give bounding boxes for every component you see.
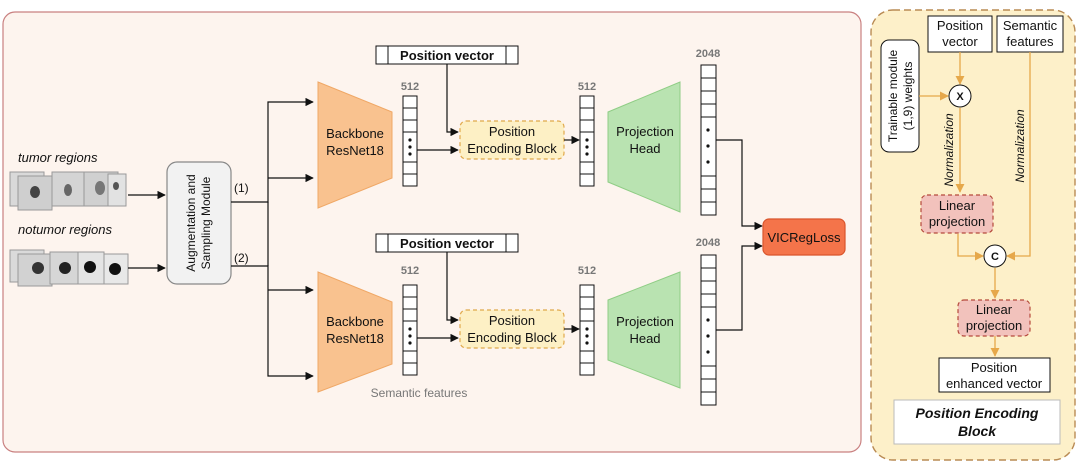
encoding-block-top-line1: Position	[489, 124, 535, 139]
embedding-top-2048	[700, 64, 717, 216]
augmentation-module	[166, 161, 232, 285]
feature-vector-top-512	[402, 95, 418, 187]
peb-output-box	[938, 357, 1051, 393]
notumor-image-stack	[9, 249, 129, 287]
peb-multiply-node	[948, 84, 972, 108]
peb-output-line2: enhanced vector	[946, 376, 1043, 391]
peb-semantic-features-line2: features	[1007, 34, 1054, 49]
peb-concat-symbol: C	[991, 251, 999, 263]
backbone-top-line1: Backbone	[326, 126, 384, 141]
tumor-image-stack	[9, 171, 127, 211]
peb-title-line1: Position Encoding	[916, 405, 1039, 421]
position-vector-bottom: Position vector	[375, 233, 519, 253]
peb-normalization-right: Normalization	[1013, 109, 1027, 183]
peb-position-vector-line2: vector	[942, 34, 978, 49]
projection-head-top	[607, 81, 681, 213]
projection-top-line1: Projection	[616, 124, 674, 139]
peb-position-vector-line1: Position	[937, 18, 983, 33]
backbone-top	[317, 81, 393, 209]
peb-flow-lines	[919, 52, 1031, 357]
encoding-block-bottom-line1: Position	[489, 313, 535, 328]
dim-512-top-a: 512	[401, 81, 419, 93]
embedding-bottom-2048	[700, 254, 717, 406]
position-vector-top: Position vector	[375, 45, 519, 65]
peb-concat-node	[983, 244, 1007, 268]
embedding-bottom-to-loss	[716, 241, 763, 331]
encoding-block-bottom-line2: Encoding Block	[467, 330, 557, 345]
branch-connectors	[231, 97, 314, 381]
peb-linear-projection-1-line2: projection	[929, 214, 985, 229]
peb-linear-projection-2-line2: projection	[966, 318, 1022, 333]
backbone-bottom-line1: Backbone	[326, 314, 384, 329]
projection-head-bottom	[607, 271, 681, 389]
branch-1-label: (1)	[234, 181, 249, 195]
peb-title-line2: Block	[958, 423, 997, 439]
peb-semantic-features-line1: Semantic	[1003, 18, 1058, 33]
dim-512-bottom-b: 512	[578, 265, 596, 277]
embedding-top-to-loss	[716, 139, 763, 231]
projection-bottom-line2: Head	[629, 331, 660, 346]
peb-linear-projection-1	[920, 194, 994, 234]
position-vector-bottom-label: Position vector	[400, 236, 494, 251]
peb-linear-projection-2-line1: Linear	[976, 302, 1013, 317]
peb-panel	[870, 9, 1076, 461]
feature-vector-bottom-512	[402, 284, 418, 376]
tumor-regions-label: tumor regions	[18, 150, 98, 165]
backbone-bottom-line2: ResNet18	[326, 331, 384, 346]
augmentation-label-line1: Augmentation and	[184, 174, 198, 271]
branch-2-label: (2)	[234, 251, 249, 265]
encoding-block-top-line2: Encoding Block	[467, 141, 557, 156]
peb-linear-projection-1-line1: Linear	[939, 198, 976, 213]
notumor-regions-label: notumor regions	[18, 222, 112, 237]
dim-2048-bottom: 2048	[696, 237, 720, 249]
peb-linear-projection-2	[957, 299, 1031, 337]
dim-2048-top: 2048	[696, 48, 720, 60]
vicreg-loss-box	[762, 218, 846, 256]
augmentation-label-line2: Sampling Module	[199, 176, 213, 269]
peb-trainable-line2: (1,9) weights	[901, 62, 915, 131]
vicreg-loss-label: VICRegLoss	[768, 230, 841, 245]
peb-normalization-left: Normalization	[942, 113, 956, 187]
peb-multiply-symbol: X	[956, 91, 964, 103]
position-vector-top-label: Position vector	[400, 48, 494, 63]
projection-bottom-line1: Projection	[616, 314, 674, 329]
semantic-features-caption: Semantic features	[371, 386, 468, 400]
dim-512-top-b: 512	[578, 81, 596, 93]
encoded-vector-bottom-512	[579, 284, 595, 376]
encoded-vector-top-512	[579, 95, 595, 187]
peb-output-line1: Position	[971, 360, 1017, 375]
backbone-bottom	[317, 271, 393, 393]
peb-title-box	[893, 399, 1061, 445]
posvec-to-encoding-bottom	[446, 252, 459, 325]
peb-position-vector-box	[927, 15, 993, 53]
posvec-to-encoding-top	[446, 64, 459, 137]
backbone-top-line2: ResNet18	[326, 143, 384, 158]
dim-512-bottom-a: 512	[401, 265, 419, 277]
peb-trainable-line1: Trainable module	[886, 50, 900, 143]
projection-top-line2: Head	[629, 141, 660, 156]
